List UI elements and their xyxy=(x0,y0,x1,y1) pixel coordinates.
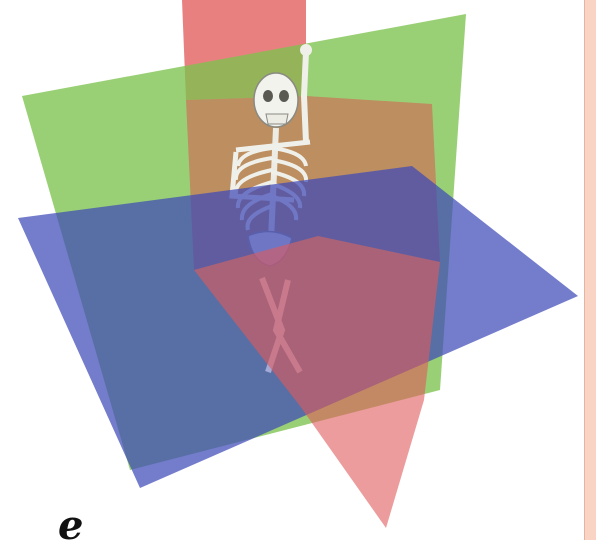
slide-border xyxy=(584,0,596,540)
anatomical-planes-diagram xyxy=(0,0,584,540)
caption-fragment: e xyxy=(58,506,83,546)
